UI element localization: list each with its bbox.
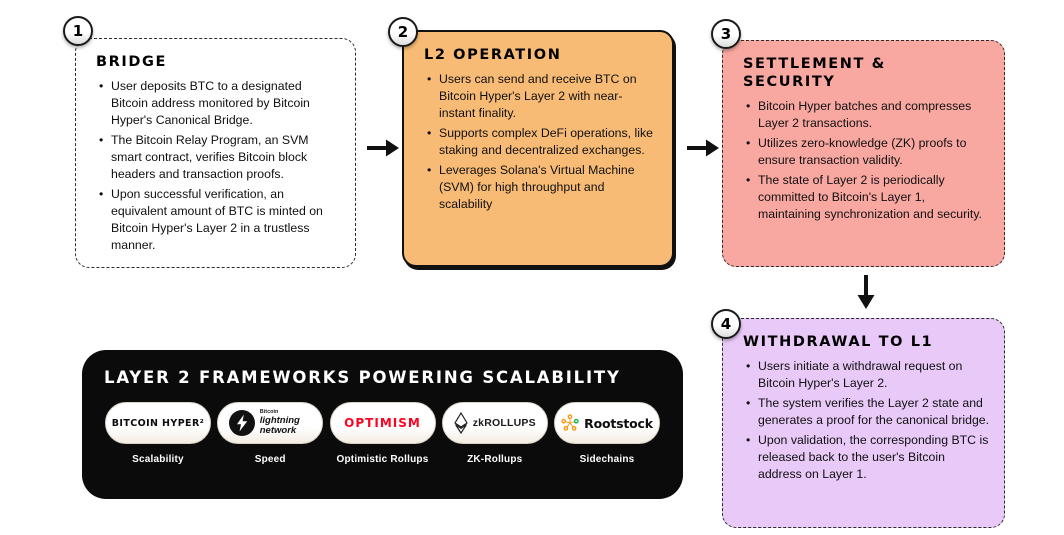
step-number-badge-4: 4 xyxy=(711,309,741,339)
bitcoin-hyper-logo-pill: BITCOIN HYPER² xyxy=(105,402,211,444)
bullet-item: Users initiate a withdrawal request on B… xyxy=(745,358,990,392)
step-number-4: 4 xyxy=(720,315,732,333)
bullet-item: Leverages Solana's Virtual Machine (SVM)… xyxy=(426,162,658,213)
card-settlement-security-bullets: Bitcoin Hyper batches and compresses Lay… xyxy=(745,98,990,223)
bullet-item: Users can send and receive BTC on Bitcoi… xyxy=(426,71,658,122)
ethereum-icon xyxy=(453,412,468,434)
card-bridge: BRIDGE User deposits BTC to a designated… xyxy=(75,38,356,268)
framework-label: ZK-Rollups xyxy=(467,454,523,465)
framework-label: Scalability xyxy=(132,454,184,465)
bullet-item: Supports complex DeFi operations, like s… xyxy=(426,125,658,159)
step-number-3: 3 xyxy=(720,25,732,43)
card-settlement-security: SETTLEMENT & SECURITY Bitcoin Hyper batc… xyxy=(722,40,1005,267)
card-settlement-security-title: SETTLEMENT & SECURITY xyxy=(743,56,886,91)
frameworks-panel: LAYER 2 FRAMEWORKS POWERING SCALABILITY … xyxy=(82,350,683,499)
flow-arrow-right-icon xyxy=(686,136,720,165)
bullet-item: Upon successful verification, an equival… xyxy=(98,186,341,254)
card-withdrawal-l1-bullets: Users initiate a withdrawal request on B… xyxy=(745,358,990,483)
lightning-network-prefix: Bitcoin xyxy=(259,408,279,415)
framework-item-zkrollups: zkROLLUPS ZK-Rollups xyxy=(441,402,549,465)
framework-label: Optimistic Rollups xyxy=(336,454,429,465)
bullet-item: Utilizes zero-knowledge (ZK) proofs to e… xyxy=(745,135,990,169)
rootstock-logo-pill: Rootstock xyxy=(554,402,660,444)
framework-item-lightning-network: Bitcoin lightning network Speed xyxy=(216,402,324,465)
zkrollups-logo-pill: zkROLLUPS xyxy=(441,402,548,444)
frameworks-panel-title: LAYER 2 FRAMEWORKS POWERING SCALABILITY xyxy=(104,368,621,387)
card-bridge-bullets: User deposits BTC to a designated Bitcoi… xyxy=(98,78,341,254)
framework-pill-row: BITCOIN HYPER² Scalability Bitcoin ligh xyxy=(104,402,661,465)
zkrollups-logo-text: zkROLLUPS xyxy=(472,417,536,429)
card-l2-operation: L2 OPERATION Users can send and receive … xyxy=(402,30,674,267)
bullet-item: User deposits BTC to a designated Bitcoi… xyxy=(98,78,341,129)
lightning-network-logo-text: Bitcoin lightning network xyxy=(259,408,312,437)
step-number-badge-3: 3 xyxy=(711,19,741,49)
card-withdrawal-l1-title: WITHDRAWAL TO L1 xyxy=(743,334,934,350)
card-bridge-title: BRIDGE xyxy=(96,54,168,70)
bitcoin-hyper-logo-text: BITCOIN HYPER² xyxy=(111,417,205,429)
step-number-badge-1: 1 xyxy=(63,16,93,46)
card-withdrawal-l1: WITHDRAWAL TO L1 Users initiate a withdr… xyxy=(722,318,1005,528)
step-number-badge-2: 2 xyxy=(388,17,418,47)
rootstock-icon xyxy=(561,414,579,432)
optimism-logo-text: OPTIMISM xyxy=(344,416,421,430)
bullet-item: The system verifies the Layer 2 state an… xyxy=(745,395,990,429)
framework-label: Speed xyxy=(254,454,286,465)
rootstock-logo-text: Rootstock xyxy=(584,415,653,431)
bullet-item: The state of Layer 2 is periodically com… xyxy=(745,172,990,223)
optimism-logo-pill: OPTIMISM xyxy=(329,402,436,444)
lightning-network-name: lightning network xyxy=(259,415,300,437)
flow-arrow-right-icon xyxy=(366,136,400,165)
card-l2-operation-bullets: Users can send and receive BTC on Bitcoi… xyxy=(426,71,658,213)
step-number-2: 2 xyxy=(397,23,409,41)
framework-label: Sidechains xyxy=(579,454,635,465)
framework-item-optimism: OPTIMISM Optimistic Rollups xyxy=(329,402,437,465)
flow-arrow-down-icon xyxy=(854,274,878,315)
card-l2-operation-title: L2 OPERATION xyxy=(424,47,562,63)
framework-item-rootstock: Rootstock Sidechains xyxy=(553,402,661,465)
bullet-item: The Bitcoin Relay Program, an SVM smart … xyxy=(98,132,341,183)
bullet-item: Upon validation, the corresponding BTC i… xyxy=(745,432,990,483)
step-number-1: 1 xyxy=(72,22,84,40)
lightning-bolt-icon xyxy=(228,410,255,436)
bullet-item: Bitcoin Hyper batches and compresses Lay… xyxy=(745,98,990,132)
lightning-network-logo-pill: Bitcoin lightning network xyxy=(217,402,324,444)
framework-item-bitcoin-hyper: BITCOIN HYPER² Scalability xyxy=(104,402,212,465)
